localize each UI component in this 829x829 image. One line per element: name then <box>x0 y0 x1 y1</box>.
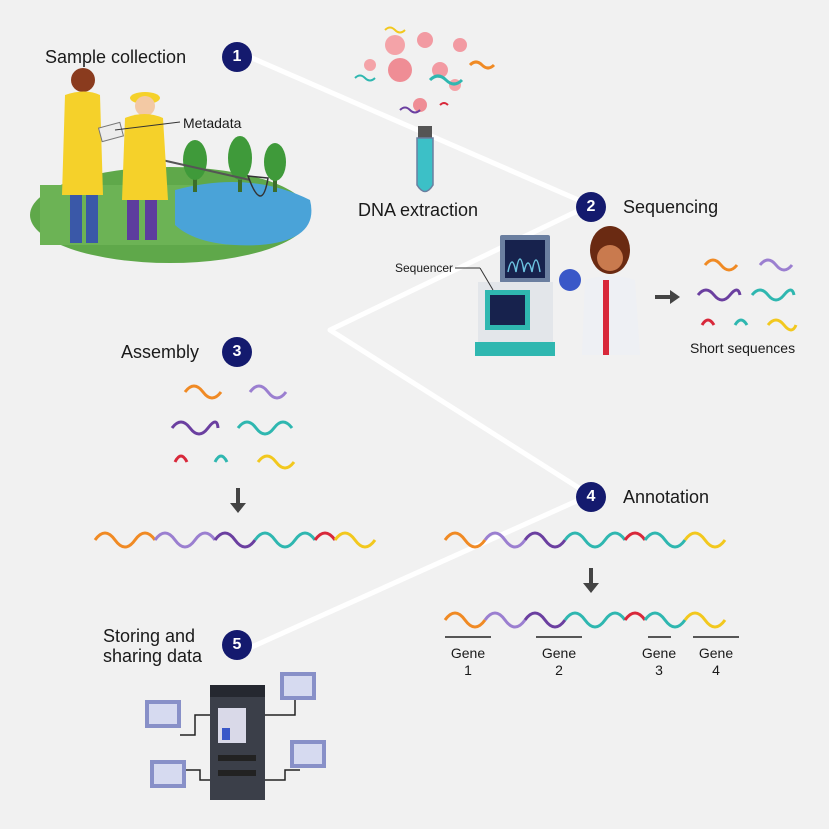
scientist-icon <box>559 226 640 355</box>
server-rack-icon <box>210 685 265 800</box>
gene-3-label: Gene 3 <box>639 645 679 679</box>
short-sequences-label: Short sequences <box>690 340 796 356</box>
step-3-label: Assembly <box>121 342 200 362</box>
network-cables <box>180 700 300 781</box>
step-2-badge: 2 <box>576 192 606 222</box>
computer-monitor-icon <box>280 672 316 700</box>
step-2-label: Sequencing <box>623 197 719 217</box>
tree-icon <box>183 136 286 192</box>
gene-number: 2 <box>555 662 563 678</box>
step-5-label: Storing and sharing data <box>103 626 203 666</box>
gene-number: 3 <box>655 662 663 678</box>
step-3-badge: 3 <box>222 337 252 367</box>
gene-2-label: Gene 2 <box>539 645 579 679</box>
dna-extraction-illustration <box>354 26 496 193</box>
step-4-label: Annotation <box>623 487 710 507</box>
dna-extraction-label: DNA extraction <box>358 200 479 220</box>
assembled-dna-strand <box>93 531 377 549</box>
field-researcher-icon <box>122 92 168 240</box>
short-sequences-group <box>696 258 798 332</box>
step-1-badge: 1 <box>222 42 252 72</box>
gene-number: 4 <box>712 662 720 678</box>
sample-collection-illustration <box>30 68 312 263</box>
annotation-dna-strand <box>443 531 727 549</box>
gene-word: Gene <box>450 645 486 661</box>
arrow-down-icon <box>583 568 599 593</box>
arrow-down-icon <box>230 488 246 513</box>
annotated-dna-strand <box>443 611 727 629</box>
computer-monitor-icon <box>290 740 326 768</box>
field-researcher-icon <box>62 68 125 243</box>
step-4-badge: 4 <box>576 482 606 512</box>
sequencer-label: Sequencer <box>395 261 454 275</box>
computer-monitor-icon <box>145 700 181 728</box>
gene-word: Gene <box>641 645 677 661</box>
gene-4-label: Gene 4 <box>696 645 736 679</box>
metadata-label: Metadata <box>183 115 242 131</box>
step-5-badge: 5 <box>222 630 252 660</box>
arrow-right-icon <box>655 290 680 304</box>
sequencer-machine-icon <box>475 235 555 356</box>
gene-word: Gene <box>541 645 577 661</box>
gene-word: Gene <box>698 645 734 661</box>
gene-number: 1 <box>464 662 472 678</box>
step-1-label: Sample collection <box>45 47 187 67</box>
computer-monitor-icon <box>150 760 186 788</box>
test-tube-icon <box>416 126 434 193</box>
assembly-fragments-group <box>170 384 296 470</box>
gene-1-label: Gene 1 <box>448 645 488 679</box>
